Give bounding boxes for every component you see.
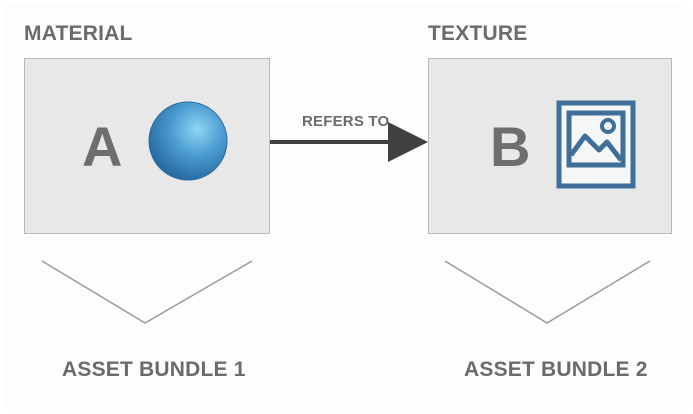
image-icon xyxy=(556,100,636,189)
material-letter: A xyxy=(82,115,123,178)
arrow-label: REFERS TO xyxy=(302,113,390,130)
material-box: A xyxy=(24,58,270,234)
material-title: MATERIAL xyxy=(24,22,133,45)
bundle-2-bracket xyxy=(444,260,651,324)
texture-title: TEXTURE xyxy=(428,22,528,45)
sphere-icon xyxy=(148,101,228,181)
bundle-1-bracket xyxy=(41,260,253,324)
asset-bundle-2-label: ASSET BUNDLE 2 xyxy=(464,358,648,381)
texture-letter: B xyxy=(490,115,531,178)
asset-bundle-1-label: ASSET BUNDLE 1 xyxy=(62,358,246,381)
